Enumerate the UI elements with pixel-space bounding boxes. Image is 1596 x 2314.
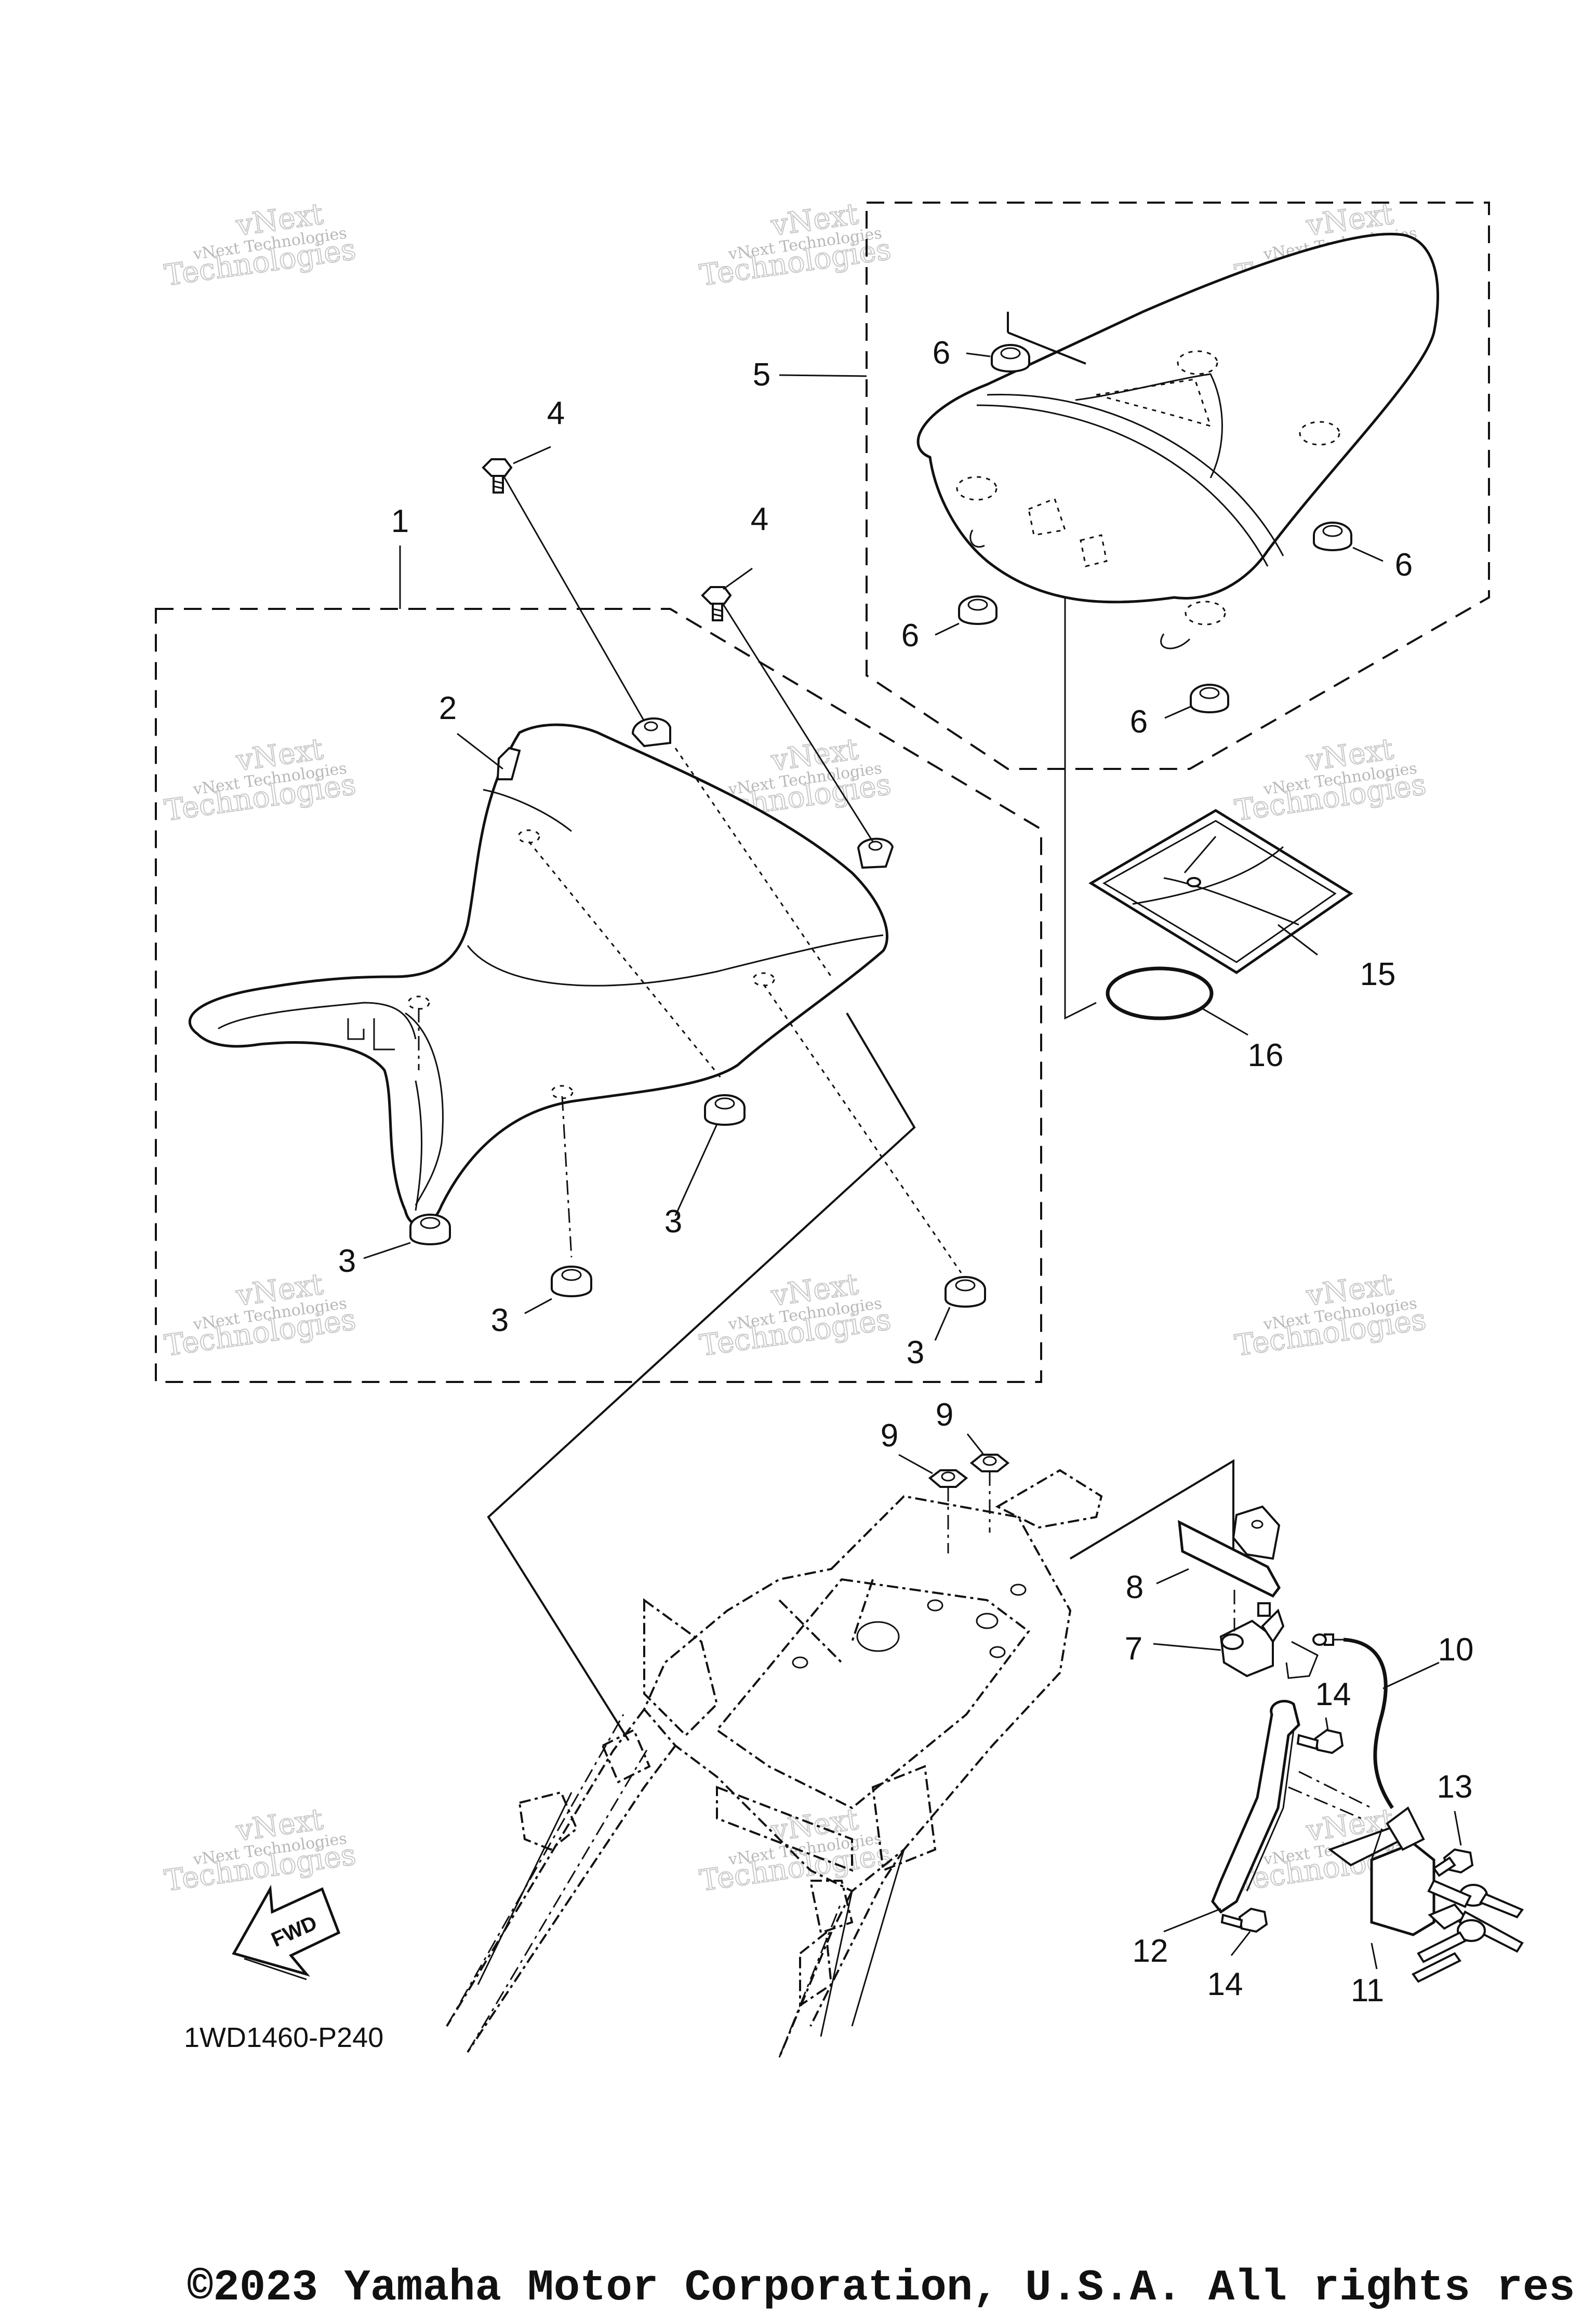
callout-3: 3: [338, 1243, 356, 1279]
fwd-arrow-icon: FWD: [232, 1884, 341, 1980]
callout-7: 7: [1125, 1631, 1142, 1667]
callout-14: 14: [1207, 1966, 1243, 2002]
rear-frame: [446, 1469, 1103, 2058]
callout-15: 15: [1360, 956, 1396, 992]
callout-leaders: [363, 352, 1462, 1970]
seat-lock-11: [1327, 1806, 1524, 1983]
damper-dotted-leader: [561, 1096, 573, 1258]
bolt-leader: [721, 602, 874, 842]
callout-6: 6: [933, 335, 950, 371]
diagram-part-code: 1WD1460-P240: [184, 2022, 383, 2053]
callout-12: 12: [1133, 1933, 1168, 1969]
callout-13: 13: [1437, 1769, 1473, 1805]
callout-9: 9: [936, 1397, 953, 1433]
bolt-4: [701, 586, 732, 621]
callout-16: 16: [1248, 1038, 1284, 1073]
bolt-13: [1432, 1848, 1474, 1877]
callout-9: 9: [881, 1418, 898, 1454]
rear-seat-leader: [1064, 597, 1097, 1020]
bolt-14: [1220, 1907, 1268, 1933]
callout-8: 8: [1126, 1570, 1143, 1605]
callout-labels: 1 2 3 3 3 3 4 4 5 6 6 6 6 7 8 9 9 10 11 …: [338, 335, 1474, 2009]
nut-9: [969, 1454, 1010, 1472]
callout-2: 2: [439, 690, 457, 726]
seat-lock-cable-10: [1312, 1633, 1394, 1809]
callout-6: 6: [1130, 704, 1148, 740]
rear-seat-damper-6: [958, 595, 998, 625]
callout-1: 1: [391, 503, 409, 539]
callout-3: 3: [907, 1335, 924, 1371]
front-seat-damper-3: [409, 1214, 451, 1245]
rear-seat-damper-6: [1313, 522, 1352, 551]
nut-9: [928, 1469, 968, 1488]
front-seat-to-frame-leader: [487, 1012, 916, 1741]
rear-seat: [916, 232, 1439, 649]
rear-seat-group-outline: [866, 202, 1490, 770]
callout-4: 4: [751, 501, 768, 537]
front-seat-damper-3: [704, 1094, 746, 1126]
callout-11: 11: [1351, 1973, 1384, 2009]
frame-to-lock-leader: [1069, 1459, 1234, 1560]
front-seat: [188, 717, 894, 1227]
callout-3: 3: [491, 1302, 509, 1338]
bolt-4: [482, 458, 513, 494]
front-seat-damper-3: [945, 1276, 986, 1308]
callout-14: 14: [1315, 1677, 1351, 1712]
callout-6: 6: [1395, 547, 1413, 583]
o-ring-16: [1106, 966, 1214, 1020]
copyright-notice: ©2023 Yamaha Motor Corporation, U.S.A. A…: [187, 2264, 1575, 2313]
callout-4: 4: [547, 395, 565, 431]
seat-strap-15: [1088, 809, 1353, 974]
lock-stay-7: [1219, 1590, 1319, 1679]
front-seat-damper-3: [551, 1266, 592, 1297]
callout-5: 5: [753, 357, 770, 393]
bolt-14: [1296, 1728, 1344, 1754]
callout-6: 6: [901, 618, 919, 654]
bolt-leader: [502, 474, 645, 722]
rear-seat-damper-6: [991, 344, 1030, 373]
damper-dotted-leader: [763, 984, 962, 1273]
bracket-8: [1178, 1505, 1281, 1598]
front-seat-group-outline: [155, 608, 1042, 1383]
callout-3: 3: [664, 1204, 682, 1240]
lever-12: [1211, 1700, 1372, 1914]
callout-10: 10: [1438, 1632, 1474, 1668]
rear-seat-damper-6: [1190, 684, 1229, 713]
